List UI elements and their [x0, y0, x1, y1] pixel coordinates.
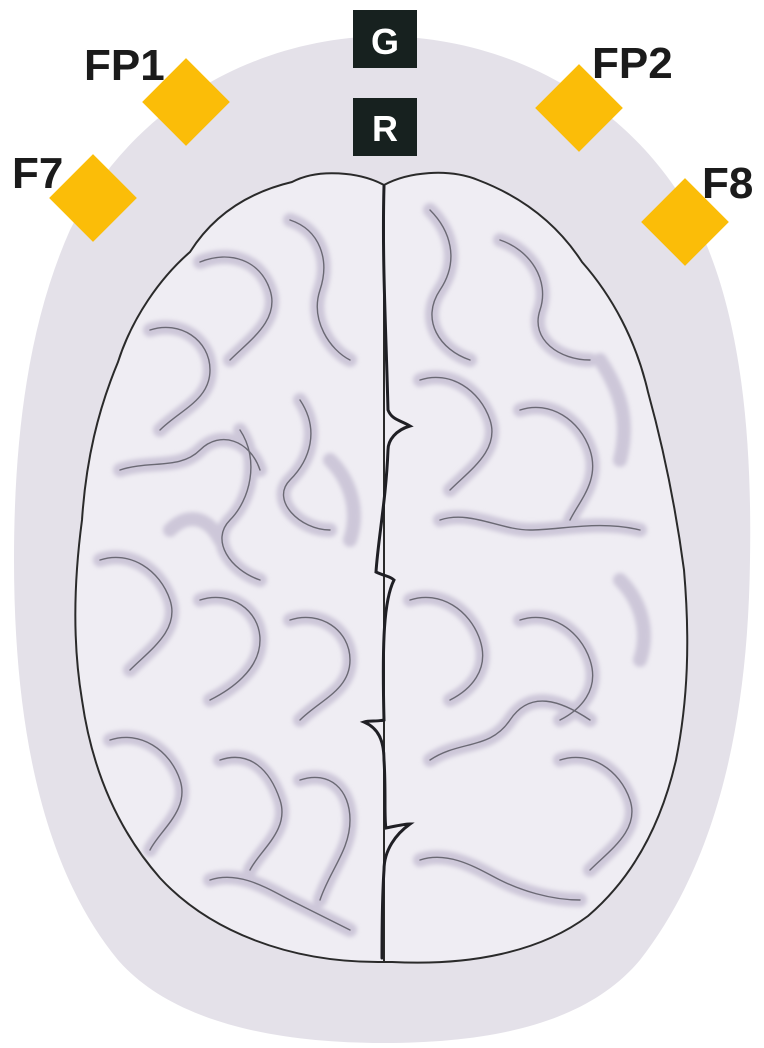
electrode-f7-label: F7	[12, 149, 63, 198]
electrode-f8-label: F8	[702, 159, 753, 208]
electrode-fp2-label: FP2	[592, 39, 673, 88]
reference-marker-label: R	[372, 108, 398, 149]
reference-marker: R	[353, 98, 417, 156]
electrode-fp1-label: FP1	[84, 41, 165, 90]
brain-icon	[75, 173, 687, 963]
ground-marker-label: G	[371, 21, 399, 62]
ground-marker: G	[353, 10, 417, 68]
